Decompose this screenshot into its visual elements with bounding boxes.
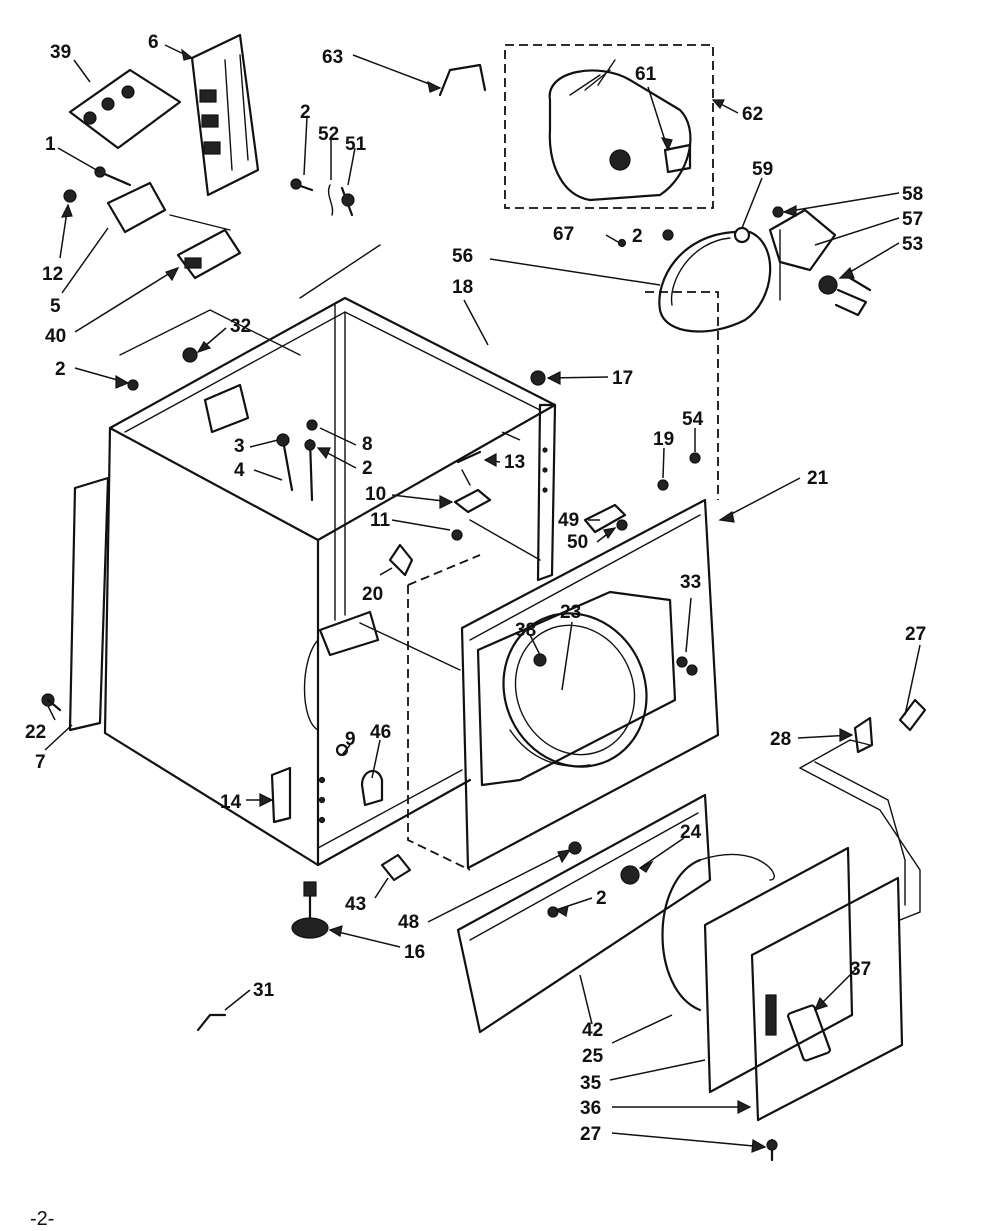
callout-24: 24 <box>680 822 702 843</box>
callout-48: 48 <box>398 912 419 933</box>
callout-67: 67 <box>553 224 574 245</box>
callout-6: 6 <box>148 32 159 53</box>
callout-23: 23 <box>560 602 581 623</box>
callout-2: 2 <box>632 226 643 247</box>
callout-labels: 39 6 1 12 5 40 2 52 51 63 61 62 59 58 57… <box>25 32 926 1145</box>
terminal-block-assembly <box>63 33 355 502</box>
callout-63: 63 <box>322 47 343 68</box>
callout-52: 52 <box>318 124 339 145</box>
callout-43: 43 <box>345 894 366 915</box>
callout-59: 59 <box>752 159 773 180</box>
callout-31: 31 <box>253 980 275 1001</box>
callout-57: 57 <box>902 209 923 230</box>
callout-7: 7 <box>35 752 46 773</box>
callout-50: 50 <box>567 532 588 553</box>
callout-19: 19 <box>653 429 674 450</box>
callout-54: 54 <box>682 409 704 430</box>
callout-16: 16 <box>404 942 425 963</box>
door-assembly <box>661 698 927 1162</box>
callout-2: 2 <box>55 359 66 380</box>
callout-36: 36 <box>580 1098 601 1119</box>
callout-33: 33 <box>680 572 701 593</box>
cabinet <box>68 296 557 867</box>
leader-lines <box>44 44 921 1153</box>
callout-53: 53 <box>902 234 923 255</box>
lower-parts <box>41 693 412 1032</box>
front-panel <box>388 291 720 871</box>
callout-10: 10 <box>365 484 386 505</box>
callout-17: 17 <box>612 368 633 389</box>
callout-39: 39 <box>50 42 71 63</box>
callout-28: 28 <box>770 729 791 750</box>
callout-2: 2 <box>300 102 311 123</box>
motor-assembly <box>438 44 872 333</box>
callout-11: 11 <box>370 510 391 531</box>
callout-51: 51 <box>345 134 367 155</box>
callout-38: 38 <box>515 620 536 641</box>
callout-49: 49 <box>558 510 579 531</box>
callout-40: 40 <box>45 326 66 347</box>
callout-32: 32 <box>230 316 251 337</box>
callout-4: 4 <box>234 460 245 481</box>
callout-13: 13 <box>504 452 525 473</box>
callout-2: 2 <box>596 888 607 909</box>
callout-58: 58 <box>902 184 923 205</box>
callout-27: 27 <box>905 624 926 645</box>
callout-3: 3 <box>234 436 245 457</box>
callout-9: 9 <box>345 729 356 750</box>
callout-35: 35 <box>580 1073 602 1094</box>
foot-17 <box>530 370 546 386</box>
callout-1: 1 <box>45 134 56 155</box>
callout-56: 56 <box>452 246 473 267</box>
callout-46: 46 <box>370 722 391 743</box>
callout-61: 61 <box>635 64 657 85</box>
page-number: -2- <box>30 1208 54 1230</box>
callout-27: 27 <box>580 1124 601 1145</box>
callout-62: 62 <box>742 104 763 125</box>
toe-panel <box>456 793 712 1034</box>
callout-22: 22 <box>25 722 46 743</box>
callout-12: 12 <box>42 264 63 285</box>
callout-21: 21 <box>807 468 829 489</box>
callout-18: 18 <box>452 277 473 298</box>
callout-42: 42 <box>582 1020 603 1041</box>
callout-14: 14 <box>220 792 242 813</box>
callout-20: 20 <box>362 584 383 605</box>
callout-25: 25 <box>582 1046 604 1067</box>
callout-5: 5 <box>50 296 61 317</box>
callout-8: 8 <box>362 434 373 455</box>
callout-2: 2 <box>362 458 373 479</box>
assembly-guide-lines <box>119 214 541 671</box>
callout-37: 37 <box>850 959 871 980</box>
